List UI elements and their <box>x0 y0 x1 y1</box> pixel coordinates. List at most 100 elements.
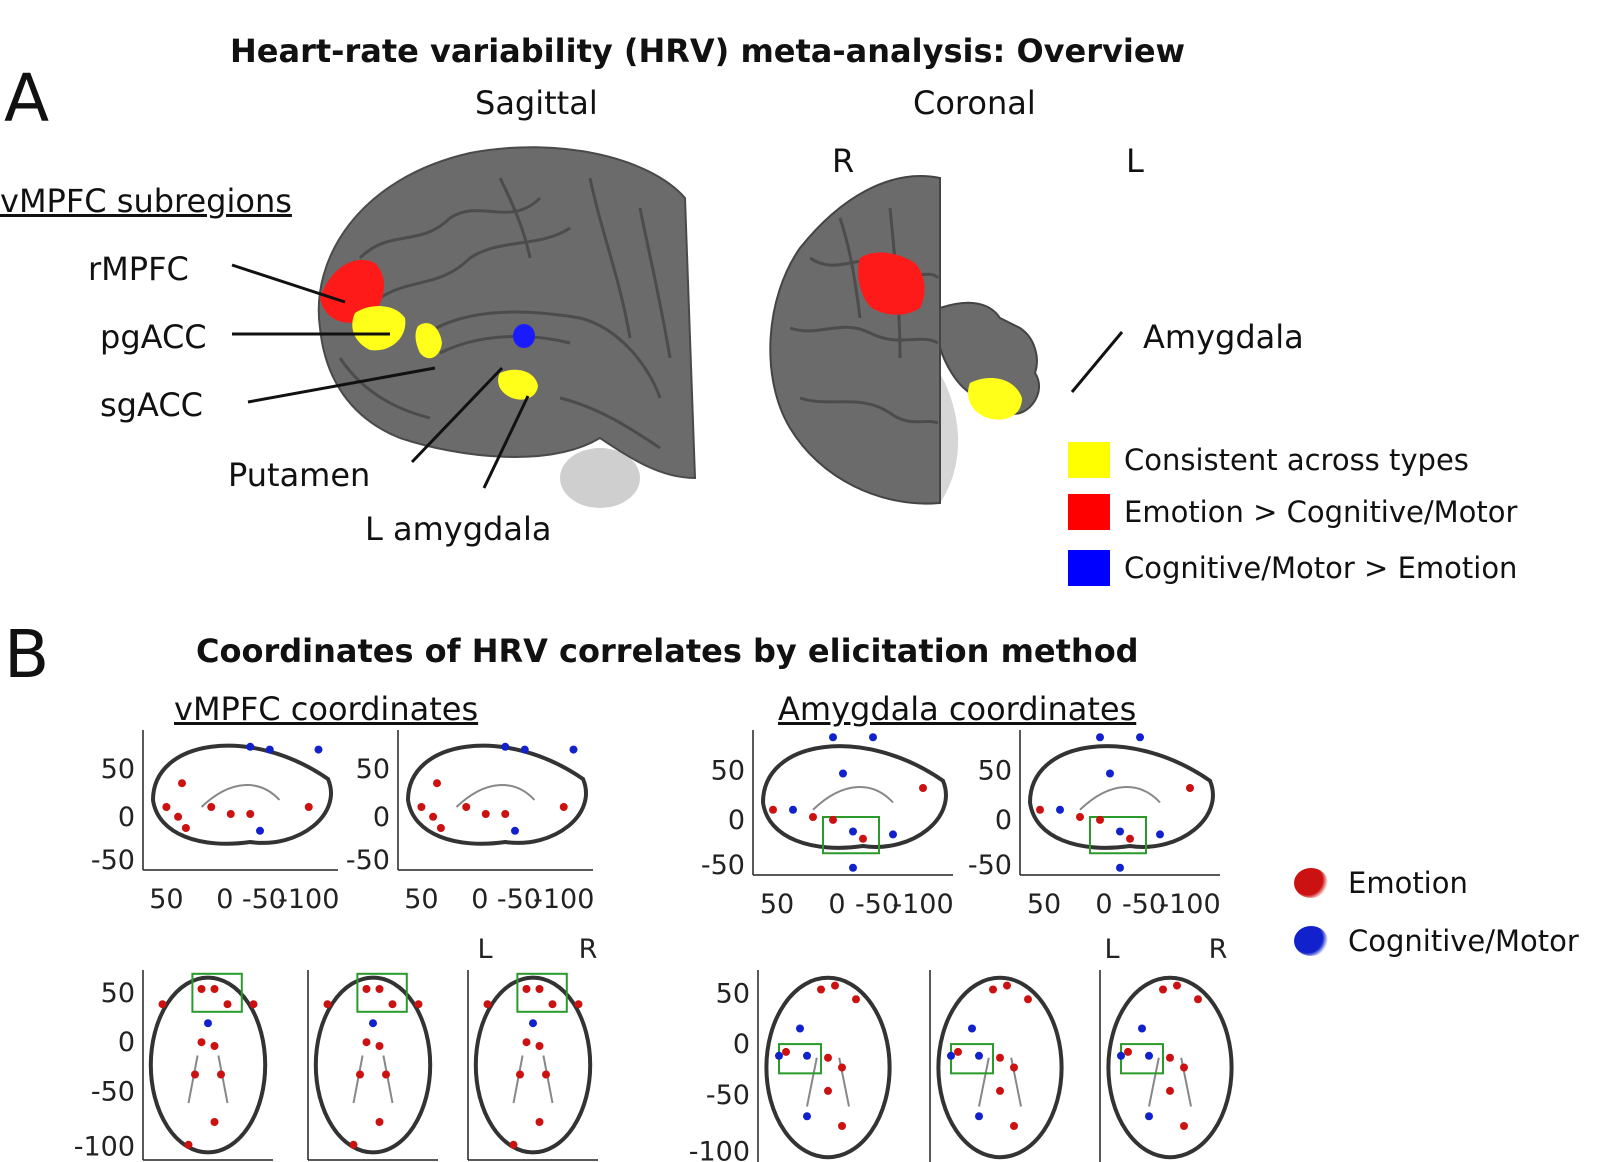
amygdala-sagittal-2-roi-box <box>1089 816 1147 855</box>
amygdala-sagittal-1-emotion-dot <box>859 834 867 843</box>
amygdala-axial-2-cognitive-dot <box>975 1112 983 1121</box>
vmpfc-sagittal-2-cognitive-dot <box>511 826 519 835</box>
amygdala-sagittal-2-cognitive-dot <box>1156 830 1164 839</box>
legend-swatch-cognitive <box>1068 550 1110 586</box>
amygdala-axial-3-emotion-dot <box>1173 981 1181 990</box>
amygdala-sagittal-1-cognitive-dot <box>789 805 797 814</box>
vmpfc-axial-1-ytick: -50 <box>91 1077 135 1108</box>
amygdala-sagittal-1-emotion-dot <box>809 813 817 821</box>
vmpfc-axial-3-brain-outline <box>473 975 593 1155</box>
amygdala-sagittal-2-cognitive-dot <box>1106 769 1114 778</box>
vmpfc-axial-3-roi-box <box>516 972 568 1013</box>
vmpfc-axial-2-emotion-dot <box>362 1038 371 1047</box>
vmpfc-axial-2-emotion-dot <box>375 1042 384 1050</box>
amygdala-sagittal-2-emotion-dot <box>1096 815 1104 824</box>
amygdala-axial-3-emotion-dot <box>1166 1086 1174 1095</box>
amygdala-axial-2-cognitive-dot <box>947 1051 955 1060</box>
amygdala-sagittal-1-xtick: 50 <box>760 889 794 920</box>
vmpfc-axial-3-emotion-dot <box>516 1070 524 1079</box>
vmpfc-axial-2-brain-outline <box>313 975 433 1155</box>
vmpfc-axial-3-emotion-dot <box>574 1000 583 1009</box>
amygdala-sagittal-2-emotion-dot <box>1186 784 1194 792</box>
vmpfc-axial-1-emotion-dot <box>217 1070 225 1079</box>
amygdala-sagittal-1-cognitive-dot <box>869 733 877 742</box>
vmpfc-sagittal-1-xtick: 0 <box>216 884 233 915</box>
amygdala-sagittal-2-cognitive-dot <box>1116 827 1124 836</box>
vmpfc-axial-2-ventricle <box>352 1055 394 1104</box>
vmpfc-axial-3-emotion-dot <box>542 1070 550 1079</box>
amygdala-axial-3-emotion-dot <box>1194 995 1202 1004</box>
vmpfc-sagittal-1-ytick: 0 <box>118 802 135 833</box>
amygdala-axial-1-emotion-dot <box>852 995 860 1004</box>
label-rmpfc: rMPFC <box>88 250 189 288</box>
amygdala-axial-1-ytick: 0 <box>733 1029 750 1060</box>
coronal-label: Coronal <box>913 84 1036 122</box>
amygdala-axial-3-emotion-dot <box>1124 1047 1132 1056</box>
amygdala-axial-1-emotion-dot <box>824 1053 832 1062</box>
amygdala-sagittal-2-cognitive-dot <box>1116 863 1124 872</box>
amygdala-sagittal-1-emotion-dot <box>769 805 777 814</box>
amygdala-axial-2-emotion-dot <box>1024 995 1032 1004</box>
legend-label-cognitive-gt: Cognitive/Motor > Emotion <box>1124 551 1518 585</box>
amygdala-sagittal-1-cognitive-dot <box>889 830 897 839</box>
amygdala-sagittal-2-ventricle <box>1079 786 1161 811</box>
amygdala-axial-2-emotion-dot <box>1010 1063 1018 1072</box>
vmpfc-sagittal-1-emotion-dot <box>207 803 216 811</box>
amygdala-sagittal-1-cognitive-dot <box>849 863 857 872</box>
amygdala-axial-1-cognitive-dot <box>796 1024 804 1033</box>
vmpfc-axial-3-emotion-dot <box>483 1000 492 1009</box>
vmpfc-axial-3-emotion-dot <box>535 985 544 993</box>
amygdala-sagittal-left-label: L <box>1207 730 1222 732</box>
amygdala-axial-1-ytick: -100 <box>689 1136 750 1162</box>
amygdala-axial-1-cognitive-dot <box>803 1112 811 1121</box>
amygdala-sagittal-1-roi-box <box>822 816 880 855</box>
amygdala-sagittal-1-xtick: -50 <box>855 889 899 920</box>
vmpfc-sagittal-2-emotion-dot <box>481 810 490 818</box>
vmpfc-axial-2-emotion-dot <box>349 1140 358 1149</box>
vmpfc-axial-1-ventricle <box>187 1055 229 1104</box>
vmpfc-axial-2-emotion-dot <box>382 1070 390 1079</box>
amygdala-sagittal-2-emotion-dot <box>1036 805 1044 814</box>
vmpfc-axial-2-emotion-dot <box>375 1118 384 1126</box>
vmpfc-sagittal-2-xtick: 0 <box>471 884 488 915</box>
vmpfc-sagittal-1-emotion-dot <box>246 810 255 818</box>
vmpfc-sagittal-1-emotion-dot <box>304 803 313 811</box>
amygdala-axial-1-emotion-dot <box>831 981 839 990</box>
vmpfc-sagittal-2-ventricle <box>455 784 536 808</box>
amygdala-axial-1-ytick: -50 <box>706 1080 750 1111</box>
vmpfc-sagittal-2-cognitive-dot <box>501 742 510 751</box>
sagittal-label: Sagittal <box>475 84 598 122</box>
amygdala-axial-2-emotion-dot <box>954 1047 962 1056</box>
amygdala-axial-left-label: L <box>1104 934 1119 965</box>
vmpfc-sagittal-2-emotion-dot <box>501 810 510 818</box>
amygdala-sagittal-1-ytick: 0 <box>728 805 745 836</box>
amygdala-axial-3-emotion-dot <box>1180 1063 1188 1072</box>
amygdala-axial-1-emotion-dot <box>817 985 825 994</box>
vmpfc-axial-1-emotion-dot <box>210 1042 219 1050</box>
vmpfc-axial-1-emotion-dot <box>158 1000 167 1009</box>
subregions-heading: vMPFC subregions <box>0 182 292 220</box>
amygdala-axial-1-emotion-dot <box>838 1122 846 1130</box>
vmpfc-sagittal-1-cognitive-dot <box>314 745 323 754</box>
legend-label-consistent: Consistent across types <box>1124 443 1469 477</box>
vmpfc-axial-1-emotion-dot <box>197 985 206 993</box>
panel-a-title: Heart-rate variability (HRV) meta-analys… <box>230 32 1186 70</box>
vmpfc-axial-1-emotion-dot <box>210 1118 219 1126</box>
vmpfc-sagittal-1-emotion-dot <box>226 810 235 818</box>
amygdala-sagittal-1-ventricle <box>812 786 894 811</box>
vmpfc-sagittal-1-xtick: 50 <box>149 884 183 915</box>
vmpfc-sagittal-1-brain-outline <box>150 743 333 846</box>
legend-dot-emotion <box>1294 868 1328 898</box>
amygdala-sagittal-2-brain-outline <box>1027 744 1215 850</box>
vmpfc-axial-1-emotion-dot <box>184 1140 193 1149</box>
vmpfc-axial-1-emotion-dot <box>197 1038 206 1047</box>
amygdala-sagittal-2-ytick: 0 <box>995 805 1012 836</box>
amygdala-sagittal-2-xtick: -50 <box>1122 889 1166 920</box>
legend-label-emotion-gt: Emotion > Cognitive/Motor <box>1124 495 1518 529</box>
vmpfc-sagittal-2-emotion-dot <box>417 803 426 811</box>
vmpfc-sagittal-2-xtick: -50 <box>497 884 541 915</box>
vmpfc-sagittal-2-ytick: -50 <box>346 845 390 876</box>
vmpfc-sagittal-2-emotion-dot <box>462 803 471 811</box>
panel-b-letter: B <box>4 616 50 693</box>
amygdala-axial-1-ytick: 50 <box>716 978 750 1009</box>
